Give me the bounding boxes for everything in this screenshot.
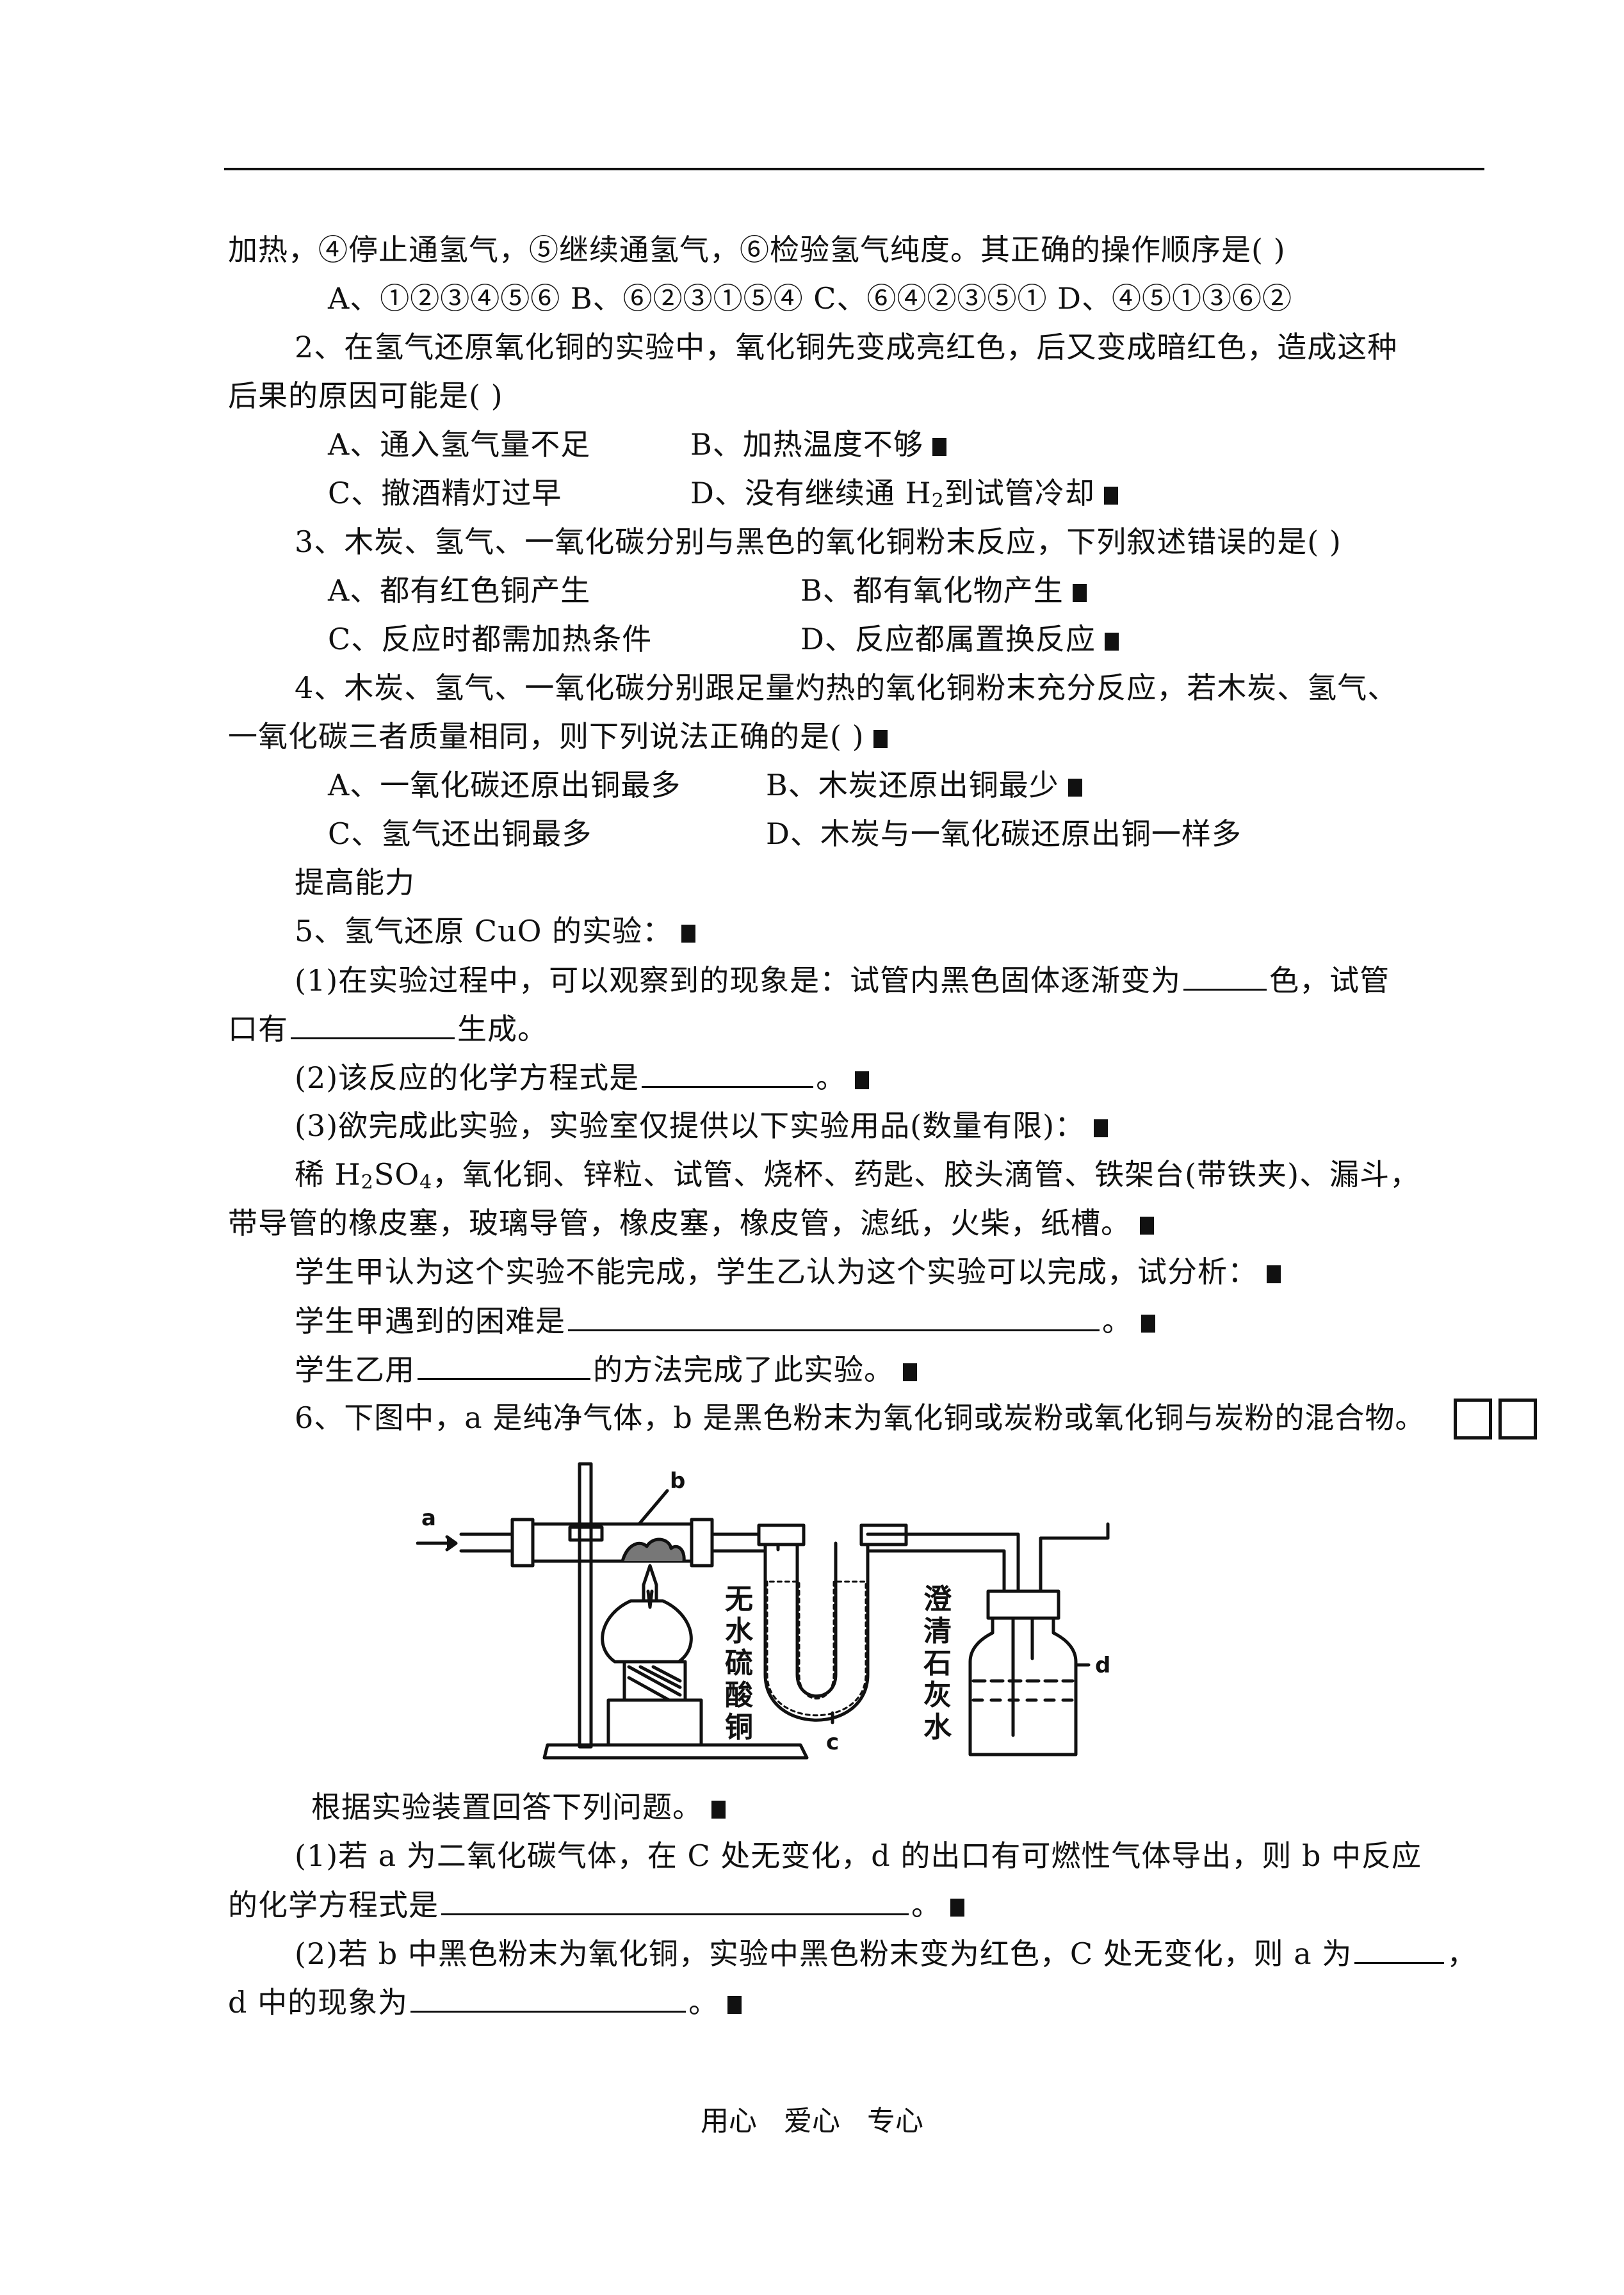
label-b: b	[670, 1468, 685, 1494]
mark-square	[1141, 1315, 1155, 1333]
q6-intro: 根据实验装置回答下列问题。	[311, 1788, 726, 1826]
left-stopper	[510, 1518, 535, 1568]
q3-option-a: A、都有红色铜产生	[328, 573, 591, 608]
q5-materials-line2: 带导管的橡皮塞，玻璃导管，橡皮塞，橡皮管，滤纸，火柴，纸槽。	[228, 1204, 1154, 1242]
stand-base	[542, 1743, 809, 1760]
mark-square	[711, 1801, 726, 1819]
mark-square	[950, 1899, 964, 1917]
q1-continuation: 加热，④停止通氢气，⑤继续通氢气，⑥检验氢气纯度。其正确的操作顺序是( )	[228, 232, 1286, 267]
q3-option-c: C、反应时都需加热条件	[328, 622, 653, 656]
mark-square	[903, 1363, 917, 1381]
label-a: a	[421, 1505, 436, 1531]
q5-part2: (2)该反应的化学方程式是。	[295, 1058, 870, 1097]
q5-stem: 5、氢气还原 CuO 的实验：	[295, 912, 696, 950]
q5-student-jia: 学生甲遇到的困难是。	[295, 1301, 1155, 1340]
answer-blank[interactable]	[1183, 961, 1267, 991]
svg-text:无: 无	[725, 1583, 753, 1616]
q4-stem-line2: 一氧化碳三者质量相同，则下列说法正确的是( )	[228, 717, 888, 756]
mark-square	[1140, 1217, 1154, 1235]
q3-option-b: B、都有氧化物产生	[800, 571, 1087, 610]
label-cuso4: 无 水 硫 酸 铜	[725, 1583, 754, 1744]
svg-text:铜: 铜	[725, 1711, 753, 1744]
q4-option-d: D、木炭与一氧化碳还原出铜一样多	[766, 816, 1242, 851]
u-tube-left-cap	[757, 1523, 806, 1546]
q4-stem-line1: 4、木炭、氢气、一氧化碳分别跟足量灼热的氧化铜粉末充分反应，若木炭、氢气、	[295, 670, 1398, 705]
header-rule	[224, 168, 1484, 170]
q6-part2: (2)若 b 中黑色粉末为氧化铜，实验中黑色粉末变为红色，C 处无变化，则 a …	[295, 1934, 1477, 1973]
q2-stem-line1: 2、在氢气还原氧化铜的实验中，氧化铜先变成亮红色，后又变成暗红色，造成这种	[295, 330, 1398, 364]
u-tube	[763, 1541, 870, 1722]
answer-blank[interactable]	[418, 1350, 590, 1380]
alcohol-lamp	[601, 1599, 693, 1664]
mark-square	[1104, 633, 1119, 651]
q4-option-c: C、氢气还出铜最多	[328, 816, 592, 851]
q2-option-d: D、没有继续通 H2到试管冷却	[690, 474, 1118, 521]
connecting-tube	[866, 1532, 1020, 1593]
page-footer: 用心 爱心 专心	[701, 2105, 923, 2137]
clamp	[568, 1525, 604, 1542]
q4-option-a: A、一氧化碳还原出铜最多	[328, 768, 681, 802]
mark-square	[932, 438, 946, 456]
svg-text:酸: 酸	[725, 1679, 754, 1712]
q6-part1-cont: 的化学方程式是。	[228, 1885, 964, 1924]
svg-text:硫: 硫	[725, 1647, 753, 1680]
q4-option-b: B、木炭还原出铜最少	[766, 766, 1082, 804]
svg-text:澄: 澄	[923, 1583, 952, 1616]
mark-square	[1068, 779, 1082, 797]
answer-blank[interactable]	[410, 1983, 686, 2013]
mark-square	[681, 925, 696, 943]
q6-stem: 6、下图中，a 是纯净气体，b 是黑色粉末为氧化铜或炭粉或氧化铜与炭粉的混合物。	[295, 1400, 1425, 1435]
q3-stem: 3、木炭、氢气、一氧化碳分别与黑色的氧化铜粉末反应，下列叙述错误的是( )	[295, 524, 1342, 559]
bottle-stopper	[986, 1589, 1060, 1620]
mark-square	[1103, 487, 1118, 505]
svg-text:水: 水	[725, 1615, 754, 1648]
q6-part2-cont: d 中的现象为。	[228, 1983, 742, 2022]
svg-text:石: 石	[923, 1647, 952, 1680]
q5-materials-line1: 稀 H2SO4，氧化铜、锌粒、试管、烧杯、药匙、胶头滴管、铁架台(带铁夹)、漏斗…	[295, 1157, 1420, 1194]
q5-students: 学生甲认为这个实验不能完成，学生乙认为这个实验可以完成，试分析：	[295, 1253, 1281, 1291]
q5-part1-cont: 口有生成。	[228, 1009, 548, 1048]
answer-box[interactable]	[1498, 1399, 1537, 1439]
q2-option-a: A、通入氢气量不足	[328, 427, 591, 462]
svg-text:水: 水	[923, 1711, 952, 1744]
apparatus-diagram: a b c d 无 水 硫 酸 铜 澄 清 石 灰 水	[416, 1462, 1110, 1760]
powder-b	[621, 1537, 686, 1563]
answer-blank[interactable]	[1354, 1934, 1445, 1964]
mark-square	[1094, 1119, 1108, 1137]
q5-part1: (1)在实验过程中，可以观察到的现象是：试管内黑色固体逐渐变为色，试管	[295, 961, 1390, 1000]
label-c: c	[826, 1730, 839, 1755]
mark-square	[855, 1071, 870, 1089]
answer-blank[interactable]	[441, 1885, 909, 1915]
svg-text:清: 清	[923, 1615, 952, 1648]
q3-option-d: D、反应都属置换反应	[800, 620, 1119, 658]
mark-square	[727, 1996, 742, 2014]
label-limewater: 澄 清 石 灰 水	[923, 1583, 952, 1744]
section-heading: 提高能力	[295, 865, 415, 900]
svg-text:灰: 灰	[923, 1679, 952, 1712]
stand-rod	[578, 1462, 593, 1749]
cuso4-granules	[766, 1580, 867, 1717]
q1-options: A、①②③④⑤⑥ B、⑥②③①⑤④ C、⑥④②③⑤① D、④⑤①③⑥②	[328, 281, 1292, 316]
mark-square	[1072, 584, 1087, 602]
label-d: d	[1095, 1653, 1110, 1678]
mark-square	[873, 730, 888, 748]
q2-option-b: B、加热温度不够	[690, 425, 946, 464]
right-stopper	[690, 1518, 714, 1568]
answer-blank[interactable]	[642, 1058, 814, 1088]
q5-part3: (3)欲完成此实验，实验室仅提供以下实验用品(数量有限)：	[295, 1107, 1108, 1145]
q2-stem-line2: 后果的原因可能是( )	[228, 378, 503, 413]
q6-part1: (1)若 a 为二氧化碳气体，在 C 处无变化，d 的出口有可燃性气体导出，则 …	[295, 1838, 1422, 1873]
answer-blank[interactable]	[568, 1301, 1100, 1331]
answer-blank[interactable]	[291, 1009, 455, 1039]
mark-square	[1267, 1265, 1281, 1283]
q2-option-c: C、撤酒精灯过早	[328, 476, 562, 510]
inlet-tube	[459, 1532, 514, 1553]
bottle	[968, 1616, 1078, 1756]
answer-box[interactable]	[1454, 1399, 1492, 1439]
q5-student-yi: 学生乙用的方法完成了此实验。	[295, 1350, 917, 1389]
